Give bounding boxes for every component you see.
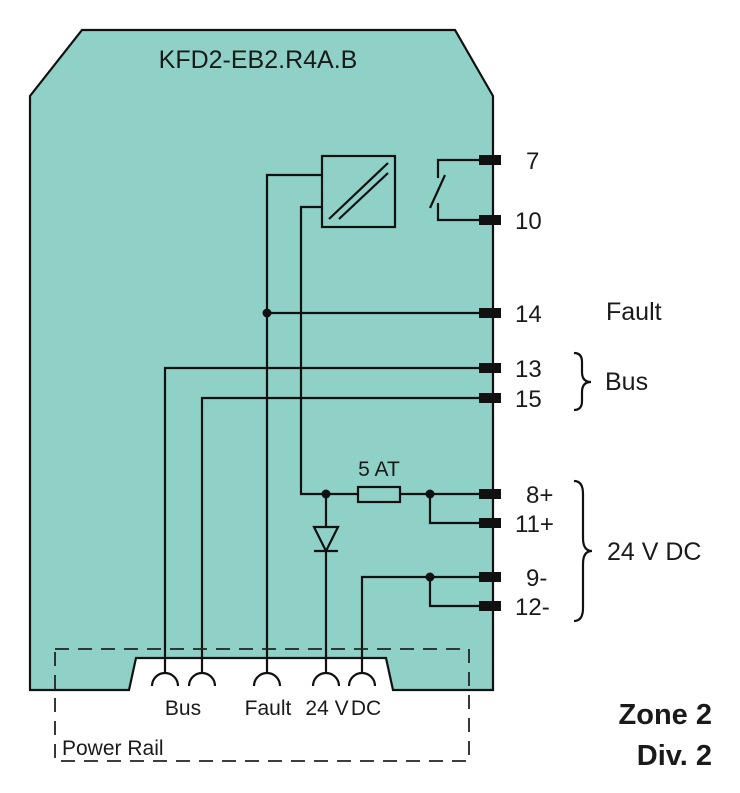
rail-fault-label: Fault — [245, 697, 292, 720]
zone-label: Zone 2 — [619, 699, 712, 731]
bridge-9-12 — [428, 577, 481, 608]
diode-symbol — [312, 525, 340, 554]
terminal-15: 15 — [515, 386, 542, 413]
fuse-symbol — [356, 485, 402, 504]
relay-contact — [428, 158, 481, 222]
rail-bus-label: Bus — [165, 697, 201, 720]
terminal-9: 9- — [526, 565, 547, 592]
terminal-13: 13 — [515, 356, 542, 383]
bus-brace — [573, 351, 592, 412]
bus-wire-13 — [163, 366, 481, 674]
bridge-8-11 — [428, 494, 481, 525]
converter-block — [320, 154, 397, 229]
terminal-10: 10 — [515, 208, 542, 235]
terminal-12: 12- — [515, 594, 550, 621]
junction-dots — [262, 308, 435, 582]
power-rail-outline — [54, 648, 470, 762]
supply-brace — [573, 479, 593, 623]
division-label: Div. 2 — [637, 740, 712, 772]
rail-dc-label: DC — [351, 697, 381, 720]
terminal-14: 14 — [515, 301, 542, 328]
fuse-label: 5 AT — [358, 458, 400, 481]
device-housing — [28, 28, 495, 692]
device-model: KFD2-EB2.R4A.B — [159, 46, 358, 74]
terminal-8: 8+ — [526, 482, 553, 509]
supply-label: 24 V DC — [607, 538, 701, 566]
return-wire — [360, 575, 481, 674]
terminal-11: 11+ — [515, 511, 554, 538]
terminal-pins — [479, 155, 501, 611]
fault-wire — [265, 173, 322, 674]
rail-contacts — [150, 671, 377, 687]
rail-24v-label: 24 V — [305, 697, 348, 720]
bus-label: Bus — [605, 368, 648, 396]
power-rail-label: Power Rail — [62, 737, 164, 760]
terminal-7: 7 — [526, 148, 539, 175]
fault-label: Fault — [606, 298, 662, 326]
bus-wire-15 — [200, 396, 481, 674]
